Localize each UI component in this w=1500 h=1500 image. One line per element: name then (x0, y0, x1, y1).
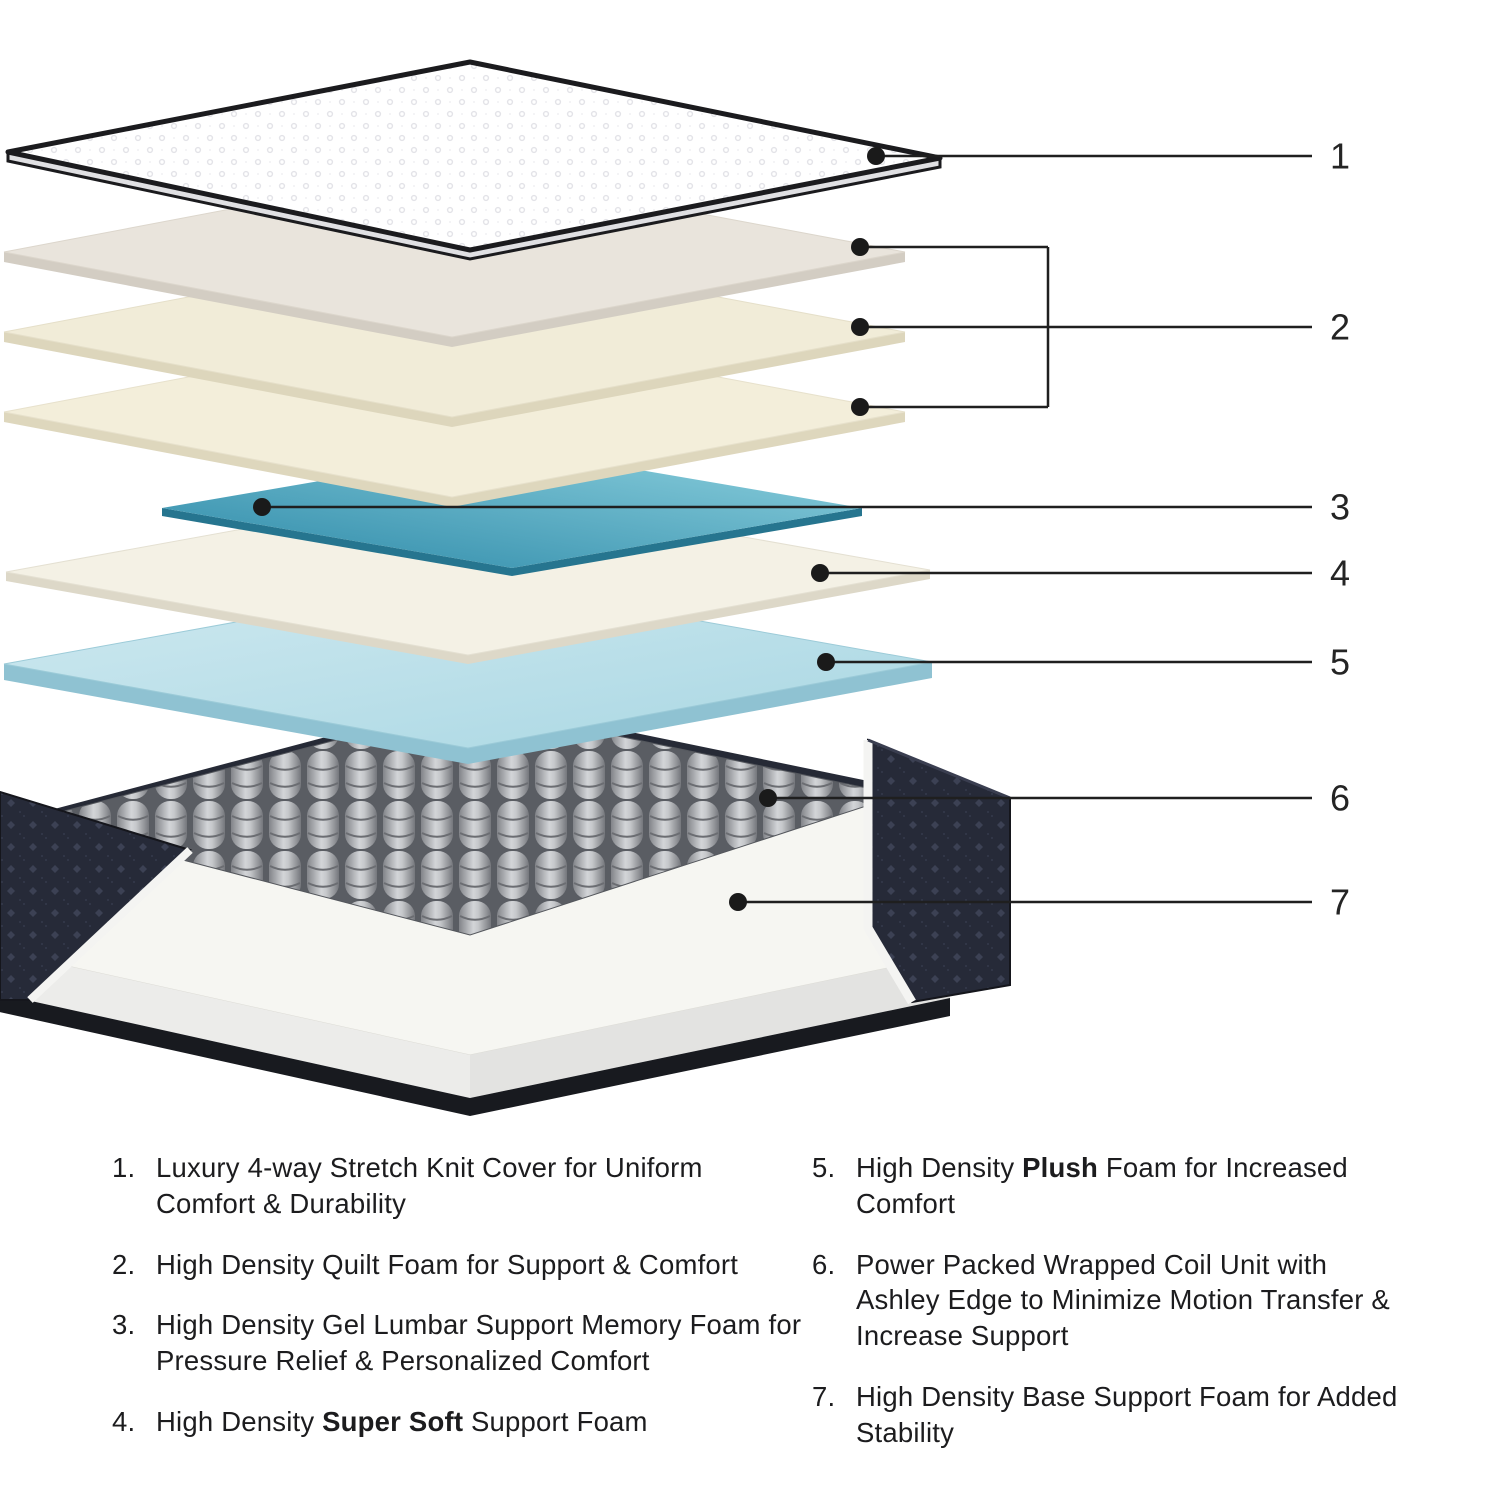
callout-dot-6 (759, 789, 777, 807)
base-bottom-black-band (0, 994, 950, 1116)
legend-item-number: 1. (112, 1152, 136, 1183)
callout-number-4: 4 (1330, 553, 1350, 594)
base-foam-left-side (0, 951, 470, 1098)
callout-dot-7 (729, 893, 747, 911)
callout-number-6: 6 (1330, 778, 1350, 819)
callout-number-5: 5 (1330, 642, 1350, 683)
legend-item: 4. High Density Super Soft Support Foam (112, 1404, 802, 1440)
callout-dot-4 (811, 564, 829, 582)
callout-dot-5 (817, 653, 835, 671)
legend: 1. Luxury 4-way Stretch Knit Cover for Un… (0, 1140, 1500, 1500)
legend-item: 7. High Density Base Support Foam for Add… (812, 1379, 1412, 1451)
legend-item-text: Power Packed Wrapped Coil Unit with Ashl… (856, 1248, 1390, 1352)
legend-item-text: Luxury 4-way Stretch Knit Cover for Unif… (156, 1152, 703, 1219)
base-foam-right-side (470, 955, 950, 1098)
legend-item: 1. Luxury 4-way Stretch Knit Cover for Un… (112, 1150, 802, 1222)
legend-right-column: 5. High Density Plush Foam for Increased … (812, 1150, 1412, 1475)
legend-item-number: 4. (112, 1405, 136, 1437)
legend-item: 2. High Density Quilt Foam for Support & … (112, 1247, 802, 1283)
callout-dot-2c (851, 398, 869, 416)
ashley-edge-binding-right (863, 740, 916, 1005)
mattress-layers-diagram: 1 2 3 4 5 6 7 (0, 59, 1350, 1116)
legend-item-number: 3. (112, 1309, 136, 1341)
wrapped-coil-unit-graphic (28, 704, 902, 936)
coil-block (28, 704, 902, 936)
fabric-right-panel (863, 738, 1011, 1005)
callout-numbers: 1 2 3 4 5 6 7 (1330, 136, 1350, 923)
callout-dot-1 (867, 147, 885, 165)
legend-item-number: 6. (812, 1248, 836, 1280)
legend-item-number: 5. (812, 1152, 836, 1183)
legend-item: 6. Power Packed Wrapped Coil Unit with As… (812, 1247, 1412, 1354)
legend-item-text: High Density Plush Foam for Increased Co… (856, 1152, 1348, 1219)
fabric-left-panel (0, 790, 193, 1003)
legend-item-number: 2. (112, 1248, 136, 1280)
legend-item: 3. High Density Gel Lumbar Support Memory… (112, 1307, 802, 1379)
base-support-foam-graphic (0, 794, 951, 1116)
callout-dot-3 (253, 498, 271, 516)
callout-number-1: 1 (1330, 136, 1350, 177)
stretch-knit-cover-graphic (5, 59, 943, 261)
callout-number-3: 3 (1330, 487, 1350, 528)
callout-line-2 (860, 245, 1312, 409)
legend-item-text: High Density Quilt Foam for Support & Co… (156, 1248, 739, 1280)
ashley-edge-binding-left (27, 847, 193, 1003)
legend-left-column: 1. Luxury 4-way Stretch Knit Cover for Un… (112, 1150, 802, 1465)
callout-dots (253, 147, 885, 911)
callout-dot-2a (851, 238, 869, 256)
callout-dot-2b (851, 318, 869, 336)
legend-item: 5. High Density Plush Foam for Increased … (812, 1150, 1412, 1222)
legend-item-text: High Density Base Support Foam for Added… (856, 1380, 1398, 1448)
legend-item-number: 7. (812, 1380, 836, 1412)
legend-item-text: High Density Gel Lumbar Support Memory F… (156, 1309, 802, 1376)
callout-number-7: 7 (1330, 882, 1350, 923)
callout-number-2: 2 (1330, 307, 1350, 348)
legend-item-text: High Density Super Soft Support Foam (156, 1405, 648, 1437)
callout-lines (262, 154, 1312, 904)
